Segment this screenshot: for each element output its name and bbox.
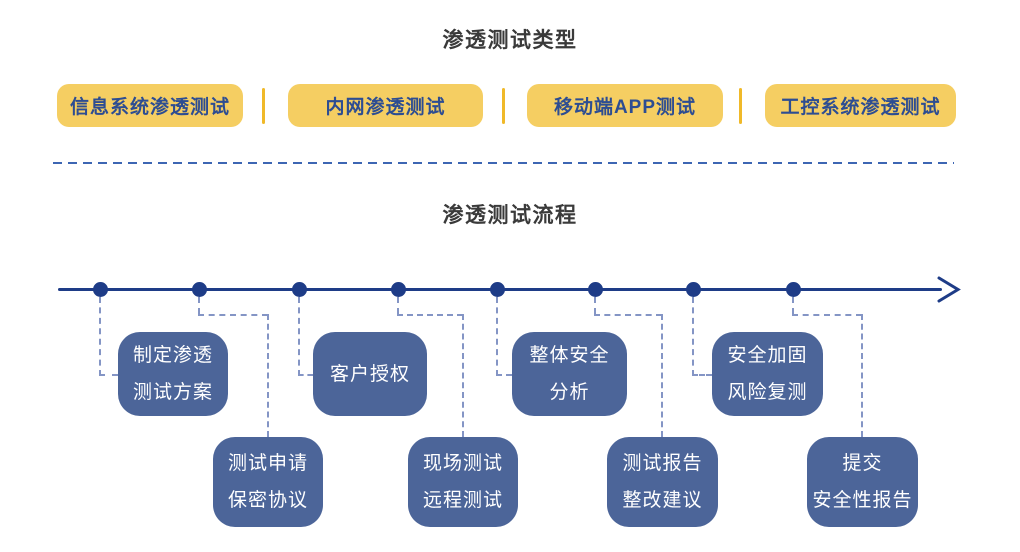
timeline-dot xyxy=(786,282,801,297)
connector-dashed xyxy=(861,314,863,437)
timeline-dot xyxy=(686,282,701,297)
timeline-arrow-icon xyxy=(937,276,961,303)
step-line: 制定渗透 xyxy=(132,345,213,366)
process-step-card-hardening-retest: 安全加固 风险复测 xyxy=(712,332,823,416)
step-line: 测试报告 xyxy=(622,453,703,474)
connector-dashed xyxy=(496,374,512,376)
chip-divider xyxy=(262,88,265,124)
type-chip-intranet: 内网渗透测试 xyxy=(288,84,483,127)
process-step-card-overall-security-analysis: 整体安全 分析 xyxy=(512,332,627,416)
process-step-card-report-remediation: 测试报告 整改建议 xyxy=(607,437,718,527)
connector-dashed xyxy=(99,297,101,376)
types-section-title: 渗透测试类型 xyxy=(442,29,578,52)
type-chip-label: 工控系统渗透测试 xyxy=(780,97,941,118)
connector-dashed xyxy=(397,297,399,314)
step-line: 提交 xyxy=(842,453,883,474)
timeline-dot xyxy=(192,282,207,297)
connector-dashed xyxy=(792,297,794,314)
step-line: 保密协议 xyxy=(227,490,308,511)
connector-dashed xyxy=(99,374,118,376)
connector-dashed xyxy=(692,374,712,376)
connector-dashed xyxy=(594,314,662,316)
chip-divider xyxy=(502,88,505,124)
step-line: 安全加固 xyxy=(727,345,808,366)
connector-dashed xyxy=(792,314,862,316)
connector-dashed xyxy=(198,314,268,316)
connector-dashed xyxy=(692,297,694,376)
step-line: 整改建议 xyxy=(622,490,703,511)
step-line: 测试方案 xyxy=(132,382,213,403)
section-divider-dashed xyxy=(53,162,954,164)
type-chip-info-system: 信息系统渗透测试 xyxy=(57,84,243,127)
timeline-dot xyxy=(588,282,603,297)
step-line: 安全性报告 xyxy=(812,490,913,511)
process-section-title: 渗透测试流程 xyxy=(442,204,578,227)
step-line: 分析 xyxy=(549,382,590,403)
connector-dashed xyxy=(198,297,200,314)
step-line: 远程测试 xyxy=(422,490,503,511)
timeline-dot xyxy=(391,282,406,297)
connector-dashed xyxy=(462,314,464,437)
connector-dashed xyxy=(496,297,498,376)
step-line: 现场测试 xyxy=(422,453,503,474)
connector-dashed xyxy=(298,297,300,376)
process-step-card-client-authorization: 客户授权 xyxy=(313,332,427,416)
step-line: 整体安全 xyxy=(529,345,610,366)
chip-divider xyxy=(739,88,742,124)
type-chip-label: 移动端APP测试 xyxy=(553,97,697,118)
process-step-card-submit-security-report: 提交 安全性报告 xyxy=(807,437,918,527)
connector-dashed xyxy=(594,297,596,314)
timeline-dot xyxy=(93,282,108,297)
process-step-card-apply-nda: 测试申请 保密协议 xyxy=(213,437,323,527)
connector-dashed xyxy=(267,314,269,437)
step-line: 客户授权 xyxy=(329,363,410,385)
type-chip-label: 信息系统渗透测试 xyxy=(69,97,230,118)
connector-dashed xyxy=(397,314,463,316)
process-step-card-plan: 制定渗透 测试方案 xyxy=(118,332,228,416)
timeline-dot xyxy=(490,282,505,297)
step-line: 测试申请 xyxy=(227,453,308,474)
process-step-card-onsite-remote-testing: 现场测试 远程测试 xyxy=(408,437,518,527)
type-chip-label: 内网渗透测试 xyxy=(325,97,446,118)
connector-dashed xyxy=(661,314,663,437)
step-line: 风险复测 xyxy=(727,382,808,403)
type-chip-ics: 工控系统渗透测试 xyxy=(765,84,956,127)
connector-dashed xyxy=(298,374,313,376)
timeline-dot xyxy=(292,282,307,297)
type-chip-mobile-app: 移动端APP测试 xyxy=(527,84,723,127)
